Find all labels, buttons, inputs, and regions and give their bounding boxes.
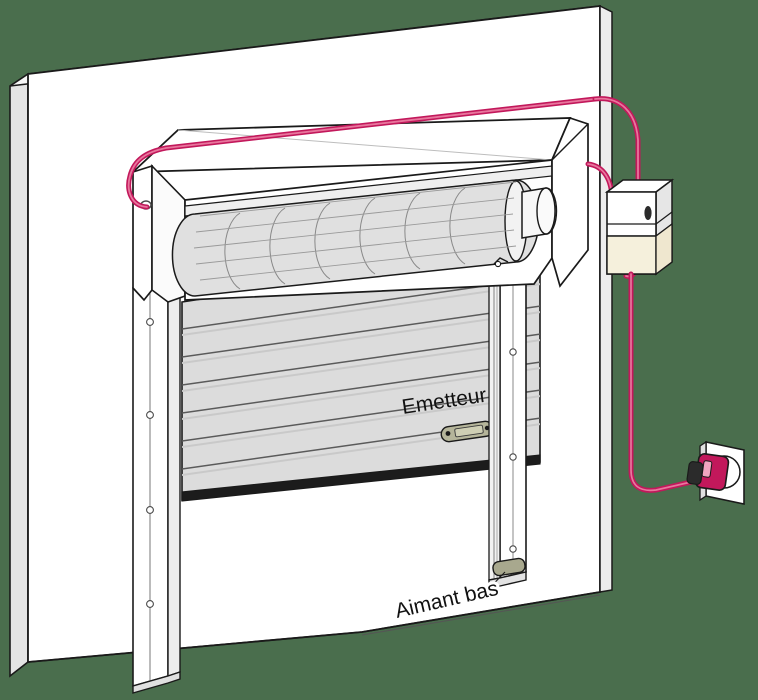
right-rail-screw-2 [509, 348, 517, 356]
roller-tube-assembly [171, 179, 558, 297]
emitter-window [454, 424, 484, 438]
wall-left-edge-face [9, 72, 29, 678]
emitter-led-left [445, 431, 451, 436]
left-rail-bottom-cap [132, 671, 181, 694]
cable-power-core [630, 273, 701, 492]
headbox-left-end-outer [132, 164, 153, 302]
curtain-bottom-rail [181, 454, 541, 502]
motor-end-face [536, 187, 556, 235]
left-rail-screw-3 [146, 506, 154, 514]
right-guide-rail [488, 233, 527, 589]
left-rail-screw-2 [146, 411, 154, 419]
right-rail-inner-face [488, 237, 501, 581]
magnet-body [492, 557, 526, 577]
emitter-device [440, 420, 494, 443]
plug-highlight [701, 460, 713, 478]
cable-headbox [126, 96, 598, 210]
headbox-right-end-cap [551, 116, 589, 288]
power-plug [686, 453, 730, 491]
cable-headbox-core [127, 98, 596, 208]
cable-power [628, 271, 703, 493]
magnet-leader-line [477, 571, 506, 601]
emitter-led-right [484, 425, 490, 431]
cable-wall-core [594, 97, 639, 187]
left-guide-rail [132, 282, 181, 694]
tube-bracket-screw [494, 260, 502, 268]
control-unit-lower-panel [606, 235, 657, 275]
wall-base-line-shadow [361, 594, 601, 636]
magnet-device [492, 557, 526, 577]
left-rail-screw-1 [146, 318, 154, 326]
headbox-right-cap-crease [551, 123, 589, 161]
cable-wall [592, 96, 641, 189]
control-unit-led-icon [644, 206, 652, 220]
control-unit [604, 178, 675, 276]
control-unit-divider-1-side [655, 211, 673, 225]
roller-tube-winding-lines [193, 181, 517, 290]
wall-right-edge-face [599, 4, 613, 593]
control-unit-lower-panel-side [655, 222, 673, 276]
right-rail-screw-4 [509, 545, 517, 553]
headbox-top-crease [177, 129, 553, 161]
left-rail-side [167, 282, 181, 677]
plug-collar [686, 461, 704, 485]
right-rail-screw-3 [509, 453, 517, 461]
left-rail-screw-4 [146, 600, 154, 608]
